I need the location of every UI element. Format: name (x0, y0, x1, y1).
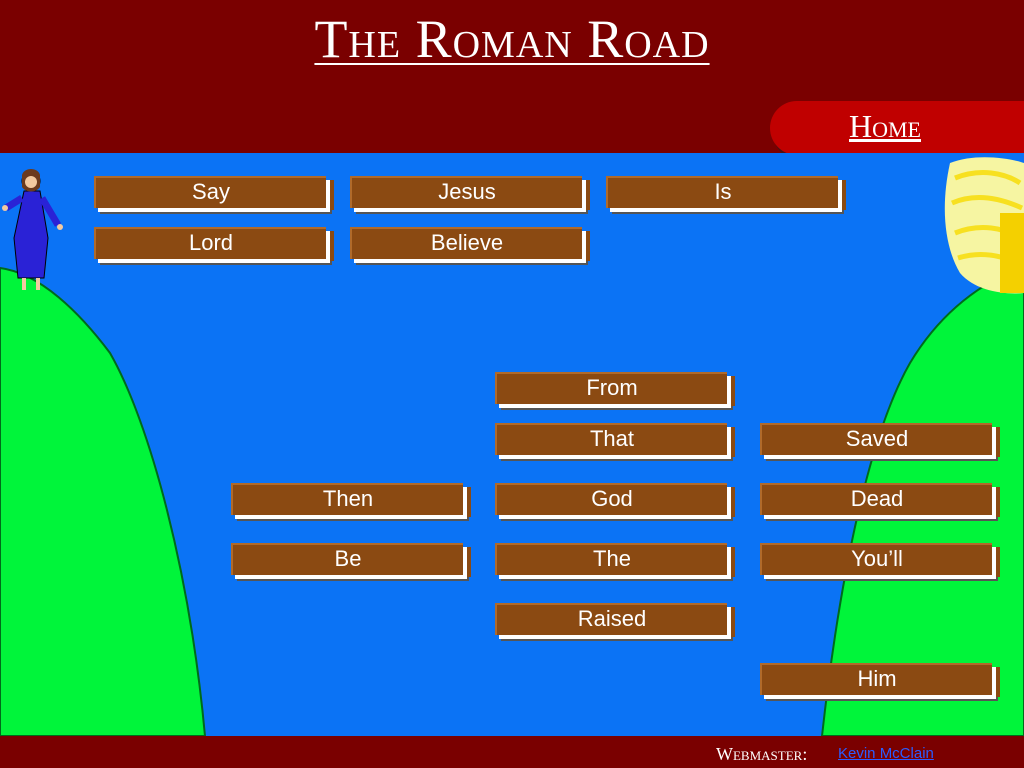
word-plank[interactable]: Jesus (350, 176, 590, 210)
word-plank[interactable]: God (495, 483, 735, 517)
word-plank[interactable]: Saved (760, 423, 1000, 457)
word-plank[interactable]: Be (231, 543, 471, 577)
jesus-figure-icon (2, 169, 63, 290)
word-plank[interactable]: Is (606, 176, 846, 210)
word-plank[interactable]: Him (760, 663, 1000, 697)
left-hill (0, 266, 207, 736)
webmaster-label: Webmaster: (716, 744, 808, 764)
word-plank[interactable]: The (495, 543, 735, 577)
word-plank[interactable]: Say (94, 176, 334, 210)
tree-icon (944, 157, 1024, 294)
word-plank[interactable]: Lord (94, 227, 334, 261)
word-plank[interactable]: That (495, 423, 735, 457)
word-plank[interactable]: Then (231, 483, 471, 517)
word-plank[interactable]: You’ll (760, 543, 1000, 577)
word-plank[interactable]: Raised (495, 603, 735, 637)
home-tab[interactable] (770, 101, 1024, 155)
webmaster-link[interactable]: Kevin McClain (838, 745, 934, 762)
word-plank[interactable]: Dead (760, 483, 1000, 517)
footer-bar (0, 736, 1024, 768)
home-link[interactable]: Home (849, 108, 921, 144)
page-title: The Roman Road (314, 9, 710, 69)
word-plank[interactable]: From (495, 372, 735, 406)
word-plank[interactable]: Believe (350, 227, 590, 261)
